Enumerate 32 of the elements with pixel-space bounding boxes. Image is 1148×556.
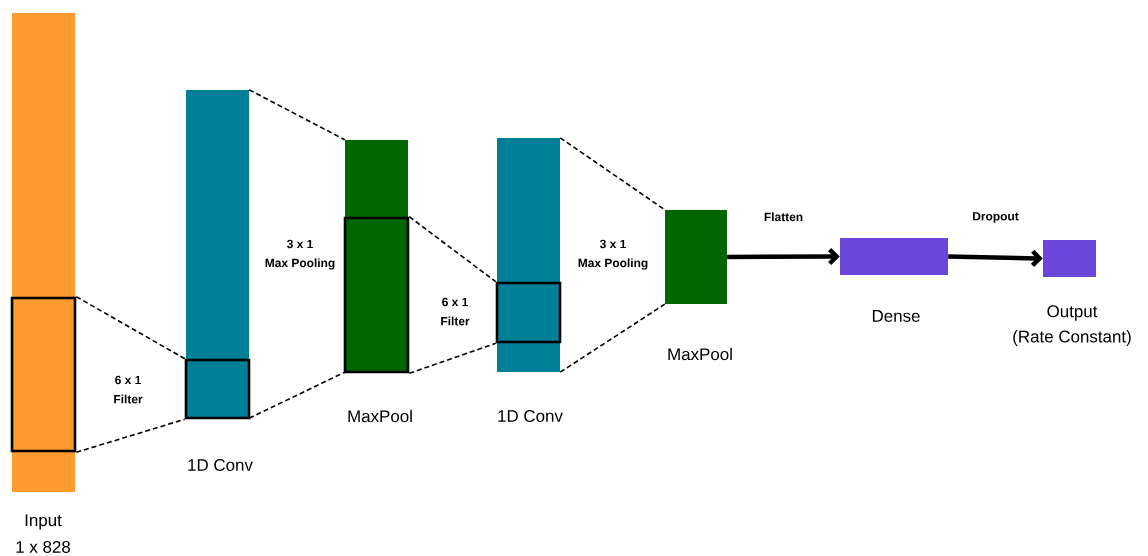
dashed-line xyxy=(408,215,497,283)
filter-window xyxy=(10,296,77,453)
layer-note: 6 x 1 xyxy=(115,375,141,385)
layer-note: Max Pooling xyxy=(578,258,648,270)
layer-label: (Rate Constant) xyxy=(1013,330,1131,346)
layer-label: 1D Conv xyxy=(498,410,563,422)
filter-window xyxy=(184,358,251,420)
layer-label: MaxPool xyxy=(668,347,732,361)
arrow xyxy=(948,249,1043,267)
layer-note: 6 x 1 xyxy=(442,297,468,307)
layer-label: Input xyxy=(25,514,62,530)
dashed-line xyxy=(75,295,186,360)
layer-label: Output xyxy=(1047,305,1098,321)
layer-note: Filter xyxy=(114,394,143,404)
layer-note: Filter xyxy=(441,316,470,326)
edge-label: Flatten xyxy=(762,211,805,223)
filter-window xyxy=(343,216,410,374)
dashed-line xyxy=(559,303,666,373)
arrow xyxy=(727,247,840,266)
layer-note: 3 x 1 xyxy=(287,239,313,249)
layer-label: MaxPool xyxy=(348,409,412,423)
layer-label: 1 x 828 xyxy=(16,541,71,553)
dashed-line xyxy=(559,137,666,211)
layer-label: Dense xyxy=(872,310,920,322)
layer-note: 3 x 1 xyxy=(600,239,626,249)
dashed-line xyxy=(408,342,497,375)
dashed-line xyxy=(248,89,346,141)
dashed-line xyxy=(248,371,346,419)
layer-label: 1D Conv xyxy=(188,459,253,471)
edge-label: Dropout xyxy=(971,211,1020,224)
dashed-line xyxy=(75,418,186,454)
filter-window xyxy=(495,281,562,344)
